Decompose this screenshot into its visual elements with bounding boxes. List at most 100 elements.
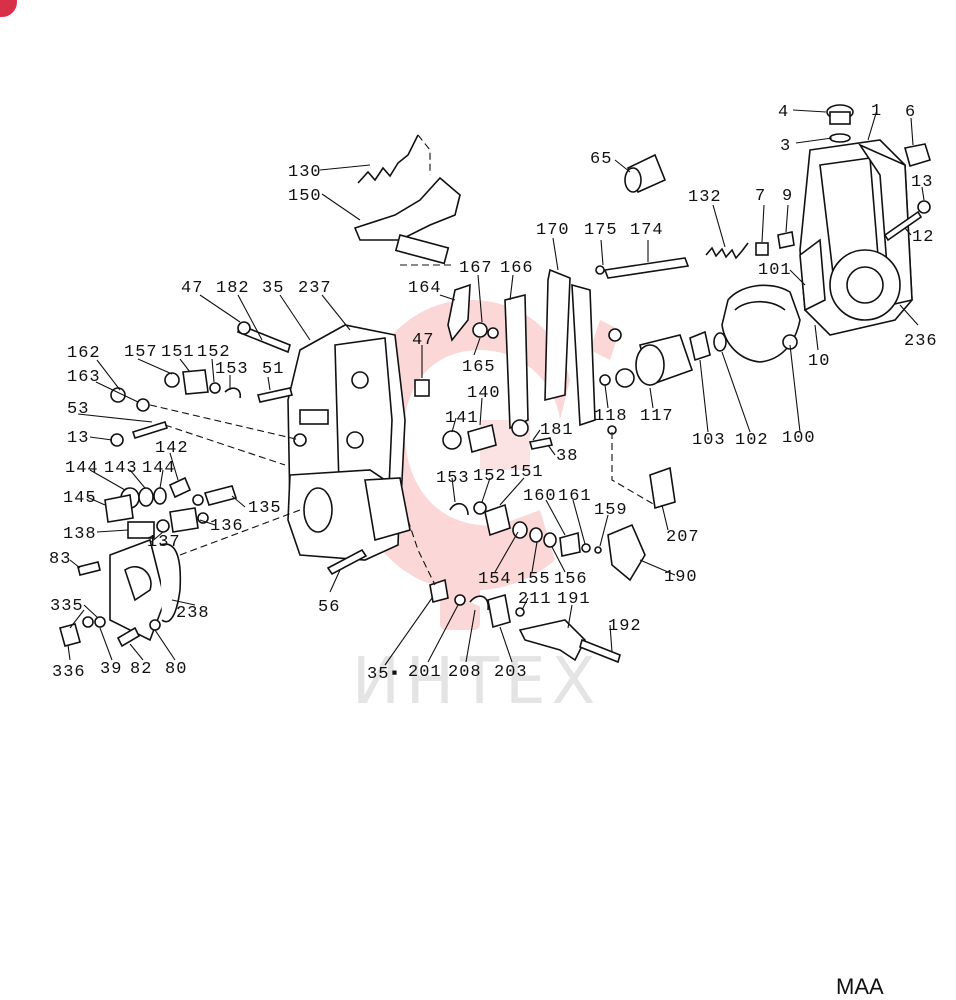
label-144-a: 144: [65, 459, 99, 478]
label-165: 165: [462, 358, 496, 377]
part-65-sleeve: [624, 153, 667, 194]
label-47-mid: 47: [412, 331, 434, 350]
label-151-mid: 151: [510, 463, 544, 482]
label-163: 163: [67, 368, 101, 387]
label-137: 137: [147, 533, 181, 552]
label-7: 7: [755, 187, 766, 206]
label-335: 335: [50, 597, 84, 616]
part-labels: 4 1 6 3 13 7 9 12 65 132 130 150 170 175…: [49, 102, 938, 684]
part-174-link: [603, 257, 690, 279]
part-190-lever: [607, 523, 646, 582]
part-170-plate: [544, 268, 596, 427]
label-150: 150: [288, 187, 322, 206]
label-151-top: 151: [161, 343, 195, 362]
label-47-top: 47: [181, 279, 203, 298]
label-10: 10: [808, 352, 830, 371]
label-135: 135: [248, 499, 282, 518]
label-13-left: 13: [67, 429, 89, 448]
label-35s: 35▪: [367, 665, 401, 684]
label-9: 9: [782, 187, 793, 206]
label-155: 155: [517, 570, 551, 589]
label-138: 138: [63, 525, 97, 544]
part-166-link: [504, 293, 529, 430]
label-38: 38: [556, 447, 578, 466]
drawing-code: MAA: [836, 974, 884, 999]
label-12: 12: [912, 228, 934, 247]
label-56: 56: [318, 598, 340, 617]
label-170: 170: [536, 221, 570, 240]
label-1: 1: [871, 102, 882, 121]
part-238-gasket: [159, 543, 182, 623]
part-191-lever: [518, 619, 586, 662]
label-159: 159: [594, 501, 628, 520]
part-130-spring: [357, 134, 419, 184]
label-153-mid: 153: [436, 469, 470, 488]
label-117: 117: [640, 407, 674, 426]
label-141: 141: [445, 409, 479, 428]
part-6: [903, 143, 932, 168]
watermark-text: ИНТЕХ: [352, 645, 601, 719]
label-207: 207: [666, 528, 700, 547]
part-80-cover: [109, 538, 166, 642]
label-208: 208: [448, 663, 482, 682]
label-182: 182: [216, 279, 250, 298]
label-161: 161: [558, 487, 592, 506]
label-145: 145: [63, 489, 97, 508]
label-143: 143: [104, 459, 138, 478]
label-157: 157: [124, 343, 158, 362]
label-80: 80: [165, 660, 187, 679]
label-191: 191: [557, 590, 591, 609]
label-153-top: 153: [215, 360, 249, 379]
part-150-lever: [353, 176, 461, 265]
label-152-mid: 152: [473, 467, 507, 486]
label-35: 35: [262, 279, 284, 298]
label-162: 162: [67, 344, 101, 363]
part-117-assembly: [608, 328, 694, 388]
part-56-bolt: [326, 548, 368, 576]
label-118: 118: [594, 407, 628, 426]
corner-badge: [0, 0, 17, 17]
label-65: 65: [590, 150, 612, 169]
label-83: 83: [49, 550, 71, 569]
label-39: 39: [100, 660, 122, 679]
label-142: 142: [155, 439, 189, 458]
label-13-top: 13: [911, 173, 933, 192]
label-336: 336: [52, 663, 86, 682]
label-192: 192: [608, 617, 642, 636]
label-167: 167: [459, 259, 493, 278]
part-207: [649, 466, 676, 510]
label-154: 154: [478, 570, 512, 589]
label-136: 136: [210, 517, 244, 536]
label-140: 140: [467, 384, 501, 403]
label-53: 53: [67, 400, 89, 419]
label-166: 166: [500, 259, 534, 278]
label-238: 238: [176, 604, 210, 623]
label-236: 236: [904, 332, 938, 351]
part-237-plate: [287, 469, 411, 561]
label-152-top: 152: [197, 343, 231, 362]
label-132: 132: [688, 188, 722, 207]
label-3: 3: [780, 137, 791, 156]
label-156: 156: [554, 570, 588, 589]
label-4: 4: [778, 103, 789, 122]
label-101: 101: [758, 261, 792, 280]
label-100: 100: [782, 429, 816, 448]
part-132-spring: [705, 242, 749, 260]
part-100-flyweight: [721, 284, 801, 363]
label-237: 237: [298, 279, 332, 298]
label-190: 190: [664, 568, 698, 587]
governor-housing: [799, 139, 913, 336]
label-51: 51: [262, 360, 284, 379]
label-211: 211: [518, 590, 552, 609]
label-201: 201: [408, 663, 442, 682]
label-144-b: 144: [142, 459, 176, 478]
label-160: 160: [523, 487, 557, 506]
label-203: 203: [494, 663, 528, 682]
label-181: 181: [540, 421, 574, 440]
part-164-lever: [447, 283, 471, 342]
label-130: 130: [288, 163, 322, 182]
leader-lines: [67, 109, 925, 666]
label-82: 82: [130, 660, 152, 679]
label-102: 102: [735, 431, 769, 450]
